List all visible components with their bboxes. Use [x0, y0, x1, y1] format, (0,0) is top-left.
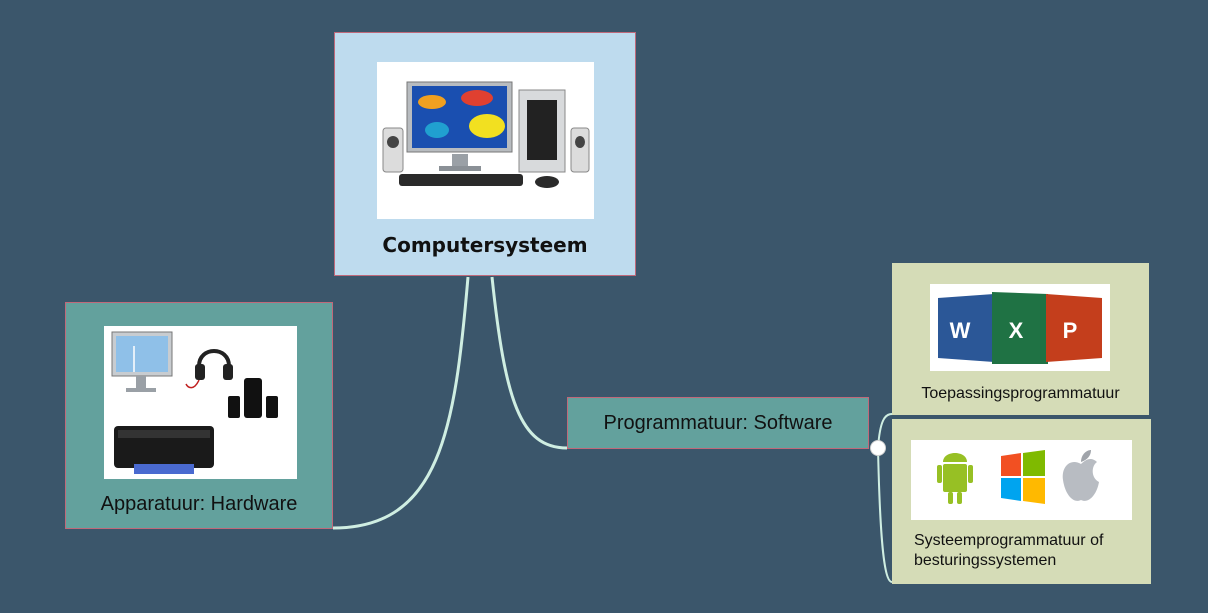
excel-icon: X — [1009, 318, 1024, 343]
systeem-label-line1: Systeemprogrammatuur of — [914, 532, 1104, 549]
topic-software[interactable]: Programmatuur: Software — [567, 397, 869, 449]
subtopic-toepassingsprogrammatuur[interactable]: W X P Toepassingsprogrammatuur — [892, 263, 1149, 415]
windows-icon — [1001, 450, 1045, 504]
subtopic-systeemprogrammatuur[interactable]: Systeemprogrammatuur of besturingssystem… — [892, 419, 1151, 584]
connector-central-software — [490, 276, 568, 450]
powerpoint-icon: P — [1063, 318, 1078, 343]
toepassing-label: Toepassingsprogrammatuur — [921, 385, 1120, 402]
software-label: Programmatuur: Software — [603, 412, 833, 434]
central-topic-computersysteem[interactable]: Computersysteem — [334, 32, 636, 276]
word-icon: W — [950, 318, 971, 343]
hardware-label: Apparatuur: Hardware — [100, 493, 298, 515]
desktop-computer-image — [377, 62, 594, 219]
office-apps-image: W X P — [930, 284, 1110, 371]
android-icon — [937, 453, 973, 504]
hardware-devices-image — [104, 326, 297, 479]
connector-central-hardware — [332, 276, 470, 530]
systeem-label-line2: besturingssystemen — [914, 552, 1057, 569]
connector-software-systeem — [877, 447, 893, 583]
systeem-label: Systeemprogrammatuur of besturingssystem… — [914, 531, 1141, 571]
apple-icon — [1062, 450, 1099, 501]
topic-hardware[interactable]: Apparatuur: Hardware — [65, 302, 333, 529]
os-logos-image — [911, 440, 1132, 520]
collapse-toggle-handle[interactable] — [870, 440, 886, 456]
central-topic-label: Computersysteem — [382, 233, 588, 257]
